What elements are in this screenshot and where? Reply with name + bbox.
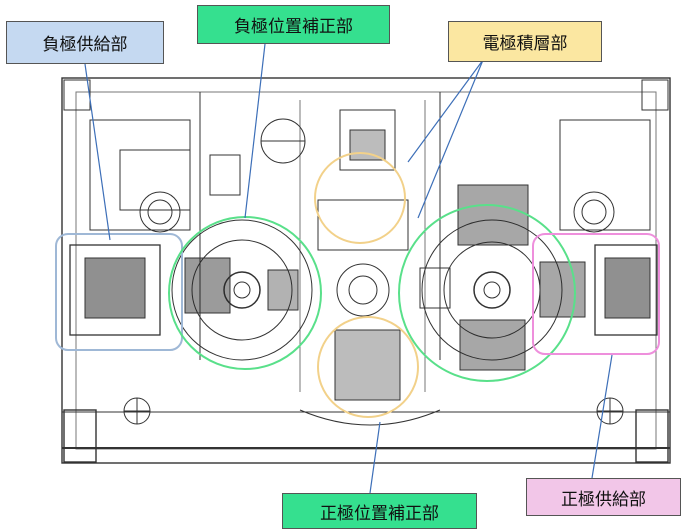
leader-lines: [84, 43, 613, 494]
machine-linework: [61, 77, 671, 464]
stacking-highlight: [314, 152, 406, 244]
electrode-stacking-label: 電極積層部: [448, 21, 602, 62]
negative-position-correction-label: 負極位置補正部: [197, 5, 390, 44]
positive-supply-label: 正極供給部: [526, 478, 681, 516]
positive-position-correction-label: 正極位置補正部: [282, 493, 477, 529]
positive-supply-highlight: [532, 233, 660, 355]
negative-supply-highlight: [55, 233, 183, 351]
stacking-wheel-highlight: [398, 204, 576, 382]
negative-supply-label: 負極供給部: [6, 21, 164, 64]
positive-position-highlight: [317, 316, 419, 418]
